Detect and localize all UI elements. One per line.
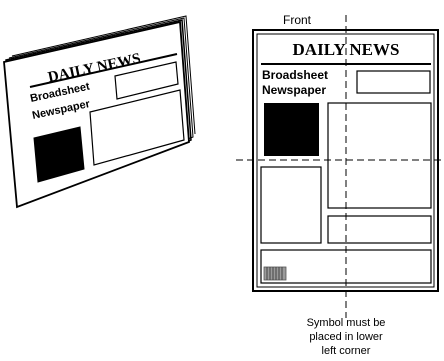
- right-box-left: [261, 167, 321, 243]
- caption-line1: Symbol must be: [307, 317, 386, 329]
- right-box-large: [328, 103, 431, 208]
- right-heading-line2: Newspaper: [262, 83, 326, 97]
- right-box-lower: [328, 216, 431, 243]
- flat-newspaper: Front DAILY NEWS Broadsheet Newspaper: [236, 13, 444, 357]
- symbol-marker: [264, 267, 286, 280]
- front-label: Front: [283, 13, 312, 27]
- right-box-bottom: [261, 250, 431, 283]
- folded-newspaper: DAILY NEWS Broadsheet Newspaper: [4, 16, 195, 207]
- right-black-image: [264, 103, 319, 156]
- right-heading-line1: Broadsheet: [262, 68, 328, 82]
- caption-line2: placed in lower: [309, 331, 383, 343]
- caption-line3: left corner: [322, 345, 371, 357]
- right-box-top: [357, 71, 430, 93]
